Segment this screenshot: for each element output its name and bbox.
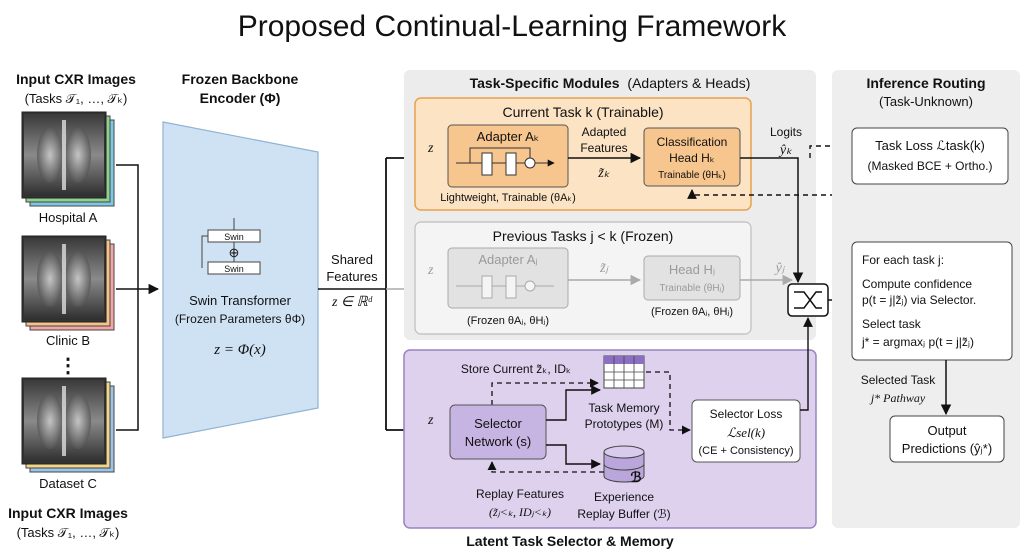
- input-tasks-top: (Tasks 𝒯₁, …, 𝒯ₖ): [25, 91, 128, 106]
- input-heading-bottom: Input CXR Images: [8, 505, 128, 521]
- modules-heading-rest: (Adapters & Heads): [627, 75, 750, 91]
- decision-line-3: p(t = j|z̃ⱼ) via Selector.: [862, 293, 976, 307]
- previous-adapter-label: Adapter Aⱼ: [478, 252, 537, 267]
- backbone-name: Swin Transformer: [189, 293, 292, 308]
- current-adapter-inner-icon: [456, 147, 555, 176]
- input-heading-top: Input CXR Images: [16, 71, 136, 87]
- replay-buffer-db-icon: [603, 445, 645, 483]
- hospital-a-label: Hospital A: [39, 210, 98, 225]
- swin-plus: ⊕: [229, 245, 240, 260]
- cxr-stack-clinic-b: [21, 235, 115, 331]
- memory-label-1: Task Memory: [588, 401, 659, 415]
- shared-formula: z ∈ ℝᵈ: [331, 295, 373, 310]
- swin-block-label-1: Swin: [224, 232, 244, 242]
- selector-panel: [403, 349, 817, 529]
- previous-head-label: Head Hⱼ: [669, 262, 715, 277]
- logits-symbol: ŷₖ: [778, 143, 793, 158]
- selected-label-1: Selected Task: [861, 373, 936, 387]
- buffer-label-2: Replay Buffer (ℬ): [577, 507, 670, 521]
- classification-head-box: [643, 127, 741, 187]
- previous-caption-2: (Frozen θAⱼ, θHⱼ): [651, 306, 733, 318]
- modules-heading: Task-Specific Modules (Adapters & Heads): [470, 75, 751, 91]
- replay-label-1: Replay Features: [476, 487, 564, 501]
- logits-label: Logits: [770, 125, 802, 139]
- inference-sub: (Task-Unknown): [879, 94, 973, 109]
- previous-z: z: [427, 263, 434, 278]
- buffer-label-1: Experience: [594, 490, 654, 504]
- previous-head-sub: Trainable (θHⱼ): [659, 283, 724, 294]
- selector-panel-title: Latent Task Selector & Memory: [466, 533, 674, 549]
- selector-to-buffer: [546, 444, 601, 469]
- selector-loss-box: [691, 399, 801, 463]
- current-adapter-label: Adapter Aₖ: [477, 129, 540, 144]
- swin-block-icon: [201, 218, 261, 275]
- cxr-stack-dataset-c: [21, 377, 115, 473]
- router-switch-icon: [787, 283, 829, 317]
- selector-label-2: Network (s): [465, 434, 531, 449]
- memory-to-loss-dashed: [646, 371, 691, 435]
- backbone-trapezoid: [162, 121, 319, 439]
- previous-yj: ŷⱼ: [774, 261, 786, 276]
- shared-label-2: Features: [326, 269, 378, 284]
- decision-line-5: j* = argmaxⱼ p(t = j|z̃ⱼ): [861, 335, 974, 349]
- previous-caption-1: (Frozen θAⱼ, θHⱼ): [467, 315, 549, 327]
- adapted-label-1: Adapted: [582, 125, 627, 139]
- backbone-params: (Frozen Parameters θΦ): [175, 312, 305, 326]
- head-label-2: Head Hₖ: [669, 151, 715, 165]
- vertical-ellipsis: ⋮: [58, 355, 78, 377]
- memory-label-2: Prototypes (M): [585, 417, 664, 431]
- previous-adapter-inner-icon: [456, 275, 554, 299]
- store-label: Store Current z̃ₖ, IDₖ: [461, 362, 571, 376]
- selector-label-1: Selector: [474, 416, 522, 431]
- input-tasks-bottom: (Tasks 𝒯₁, …, 𝒯ₖ): [17, 525, 120, 540]
- selector-loss-label-2: ℒsel(k): [727, 425, 765, 440]
- backbone-heading2: Encoder (Φ): [200, 90, 281, 106]
- decision-box: [851, 241, 1013, 361]
- output-label-2: Predictions (ŷⱼ*): [902, 441, 992, 456]
- current-caption: Lightweight, Trainable (θAₖ): [440, 192, 576, 204]
- selector-network-box: [449, 404, 547, 460]
- selector-loss-to-router: [800, 317, 813, 411]
- head-label-1: Classification: [657, 135, 728, 149]
- store-dashed-arrow: [491, 378, 599, 405]
- buffer-to-selector-dashed: [487, 461, 604, 473]
- decision-line-2: Compute confidence: [862, 277, 972, 291]
- dataset-c-label: Dataset C: [39, 476, 97, 491]
- task-loss-label-1: Task Loss ℒtask(k): [875, 138, 985, 153]
- previous-task-title: Previous Tasks j < k (Frozen): [493, 228, 674, 244]
- backbone-heading: Frozen Backbone: [182, 71, 299, 87]
- output-label-1: Output: [927, 423, 966, 438]
- buffer-icon-letter: ℬ: [630, 469, 641, 485]
- selected-label-2: j* Pathway: [869, 391, 926, 405]
- current-zk: z̃ₖ: [597, 166, 610, 181]
- cxr-stack-hospital-a: [21, 111, 115, 207]
- replay-label-2: (z̃ⱼ<ₖ, IDⱼ<ₖ): [489, 505, 551, 519]
- memory-grid-icon: [603, 355, 645, 389]
- selector-z: z: [427, 413, 434, 428]
- selector-loss-label-3: (CE + Consistency): [698, 445, 793, 457]
- previous-head-box: [643, 255, 741, 301]
- shared-label-1: Shared: [331, 252, 373, 267]
- selector-loss-label-1: Selector Loss: [710, 407, 783, 421]
- current-task-title: Current Task k (Trainable): [502, 104, 663, 120]
- head-label-3: Trainable (θHₖ): [658, 170, 726, 181]
- previous-zj: z̃ⱼ: [599, 261, 609, 276]
- clinic-b-label: Clinic B: [46, 333, 90, 348]
- inference-heading: Inference Routing: [866, 75, 985, 91]
- adapted-label-2: Features: [580, 141, 627, 155]
- page-title: Proposed Continual-Learning Framework: [238, 10, 788, 43]
- head-to-router-arrow: [740, 157, 804, 284]
- decision-line-4: Select task: [862, 317, 922, 331]
- output-box: [889, 415, 1005, 463]
- swin-block-label-2: Swin: [224, 264, 244, 274]
- modules-heading-bold: Task-Specific Modules: [470, 75, 620, 91]
- decision-line-1: For each task j:: [862, 253, 944, 267]
- selector-to-memory: [546, 385, 601, 421]
- current-z: z: [427, 141, 434, 156]
- task-loss-box: [851, 127, 1009, 185]
- backbone-formula: z = Φ(x): [213, 342, 266, 358]
- task-loss-label-2: (Masked BCE + Ortho.): [867, 159, 992, 173]
- input-bracket: [116, 164, 158, 431]
